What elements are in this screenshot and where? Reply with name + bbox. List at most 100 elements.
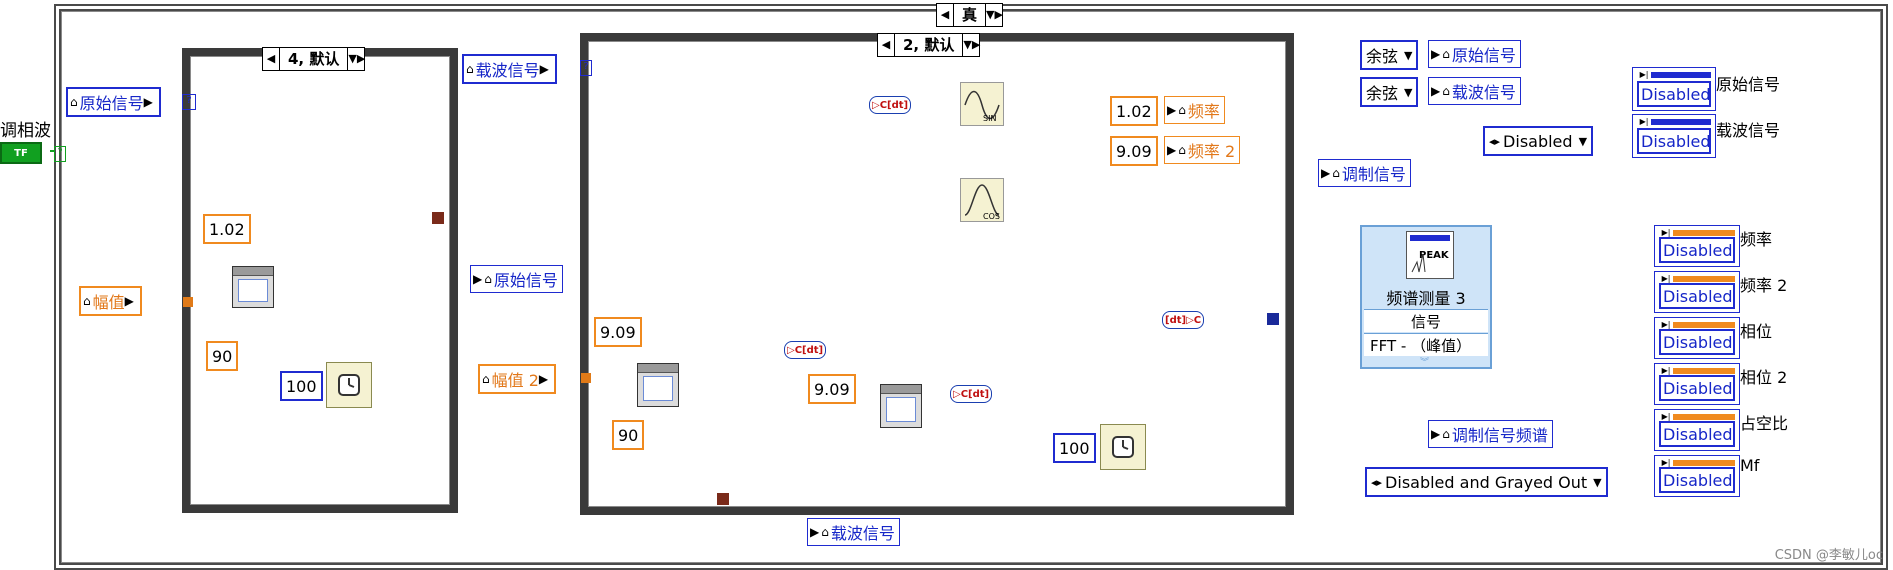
arrow-right-icon: ▶ <box>539 62 549 76</box>
house-icon: ⌂ <box>1442 47 1450 61</box>
to-dynamic-data-convert[interactable]: ▷C[dt] <box>869 96 912 114</box>
freq2-out-constant[interactable]: 9.09 <box>1110 136 1158 166</box>
local-var-label: 幅值 <box>92 293 125 312</box>
local-var-label: 频率 <box>1187 102 1220 121</box>
local-var-modulated-signal[interactable]: ▶ ⌂ 调制信号 <box>1318 159 1411 187</box>
prev-case-icon[interactable]: ◀ <box>263 48 280 70</box>
property-node-icon: ▶| <box>1661 228 1671 237</box>
property-node-icon: ▶| <box>1639 70 1649 79</box>
indicator-label: 原始信号 <box>1716 75 1781 94</box>
wait-timer-icon[interactable] <box>326 362 372 408</box>
express-output-fft-peak[interactable]: FFT - （峰值） <box>1364 333 1488 356</box>
dropdown-icon: ▼ <box>1593 475 1602 489</box>
indicator-value: Disabled <box>1637 128 1711 154</box>
prev-case-icon[interactable]: ◀ <box>937 4 954 26</box>
enum-value: 余弦 <box>1366 47 1399 66</box>
indicator-top: ▶| <box>1659 412 1735 422</box>
vi-title-bar <box>881 385 921 394</box>
local-var-modulated-spectrum[interactable]: ▶ ⌂ 调制信号频谱 <box>1428 420 1553 448</box>
local-var-carrier-signal[interactable]: ⌂ 载波信号 ▶ <box>462 54 557 84</box>
freq-constant-a[interactable]: 9.09 <box>594 317 642 347</box>
spectral-measurement-express-vi[interactable]: PEAK 频谱测量 3 信号 FFT - （峰值） ︾ <box>1360 225 1492 369</box>
vi-title-bar <box>233 267 273 276</box>
to-dynamic-data-convert[interactable]: ▷C[dt] <box>950 385 993 403</box>
terminal-label: FFT - （峰值） <box>1370 336 1472 355</box>
arrow-right-icon: ▶ <box>538 372 549 386</box>
local-var-label: 调制信号频谱 <box>1451 426 1548 445</box>
house-icon: ⌂ <box>1442 427 1450 441</box>
local-var-original-signal[interactable]: ⌂ 原始信号 ▶ <box>66 87 161 117</box>
dropdown-icon: ▼ <box>1404 48 1413 62</box>
case1-selector[interactable]: ◀ 4, 默认 ▼▶ <box>262 47 366 71</box>
local-var-amplitude-2[interactable]: ⌂ 幅值 2 ▶ <box>478 364 557 394</box>
from-dynamic-data-convert[interactable]: [dt]▷C <box>1162 311 1205 329</box>
indicator-duty-cycle: ▶| Disabled <box>1654 409 1740 451</box>
indicator-top: ▶| <box>1659 320 1735 330</box>
arrow-right-icon: ▶ <box>473 272 483 286</box>
sine-curve-icon: SIN <box>964 90 1000 123</box>
svg-text:COS: COS <box>983 212 1000 221</box>
property-node-icon: ▶| <box>1661 458 1671 467</box>
clock-icon <box>1112 436 1134 458</box>
phase-constant[interactable]: 90 <box>206 341 239 371</box>
local-var-original-signal-right[interactable]: ▶ ⌂ 原始信号 <box>1428 40 1521 68</box>
freq-out-constant[interactable]: 1.02 <box>1110 96 1158 126</box>
indicator-phase-2: ▶| Disabled <box>1654 363 1740 405</box>
tunnel <box>1267 313 1279 325</box>
tunnel <box>581 373 591 383</box>
express-input-signal[interactable]: 信号 <box>1364 309 1488 332</box>
sine-function-icon[interactable]: SIN <box>960 82 1004 126</box>
indicator-top: ▶| <box>1659 228 1735 238</box>
grayed-enum-control[interactable]: ◂▸ Disabled and Grayed Out ▼ <box>1365 467 1608 497</box>
local-var-label: 原始信号 <box>79 94 144 113</box>
dropdown-icon[interactable]: ▼▶ <box>985 4 1003 26</box>
local-var-amplitude[interactable]: ⌂ 幅值 ▶ <box>79 286 142 316</box>
property-node-icon: ▶| <box>1661 274 1671 283</box>
local-var-frequency[interactable]: ▶ ⌂ 频率 <box>1164 96 1225 124</box>
cosine-enum-a[interactable]: 余弦 ▼ <box>1360 40 1419 70</box>
outside-local-carrier-signal[interactable]: ▶ ⌂ 载波信号 <box>807 518 900 546</box>
phase-constant-2[interactable]: 90 <box>612 420 645 450</box>
wait-timer-icon-2[interactable] <box>1100 424 1146 470</box>
local-var-frequency-2[interactable]: ▶ ⌂ 频率 2 <box>1164 136 1241 164</box>
property-node-icon: ▶| <box>1661 412 1671 421</box>
arrow-right-icon: ▶ <box>1431 47 1441 61</box>
outer-case-selector[interactable]: ◀ 真 ▼▶ <box>936 3 1004 27</box>
indicator-label: 频率 2 <box>1740 276 1788 295</box>
freq-constant-b[interactable]: 9.09 <box>808 374 856 404</box>
local-var-carrier-signal-right[interactable]: ▶ ⌂ 载波信号 <box>1428 77 1521 105</box>
to-dynamic-data-convert[interactable]: ▷C[dt] <box>784 341 827 359</box>
outer-case-selector-label: 真 <box>962 6 978 24</box>
property-node-icon: ▶| <box>1661 320 1671 329</box>
property-node-icon: ▶| <box>1639 117 1649 126</box>
arrow-right-icon: ▶ <box>1431 84 1441 98</box>
indicator-value: Disabled <box>1659 283 1735 309</box>
indicator-top: ▶| <box>1637 117 1711 127</box>
cosine-function-icon[interactable]: COS <box>960 178 1004 222</box>
expand-chevron-icon[interactable]: ︾ <box>1420 358 1430 368</box>
indicator-mf: ▶| Disabled <box>1654 455 1740 497</box>
dropdown-icon[interactable]: ▼▶ <box>347 48 365 70</box>
disabled-enum-control[interactable]: ◂▸ Disabled ▼ <box>1483 126 1594 156</box>
boolean-constant[interactable]: TF <box>0 142 42 164</box>
cosine-enum-b[interactable]: 余弦 ▼ <box>1360 77 1419 107</box>
indicator-label: 载波信号 <box>1716 121 1781 140</box>
case2-selector[interactable]: ◀ 2, 默认 ▼▶ <box>877 33 981 57</box>
case2-selector-label: 2, 默认 <box>903 36 955 54</box>
waveform-generator-vi[interactable] <box>232 266 274 308</box>
freq-constant[interactable]: 1.02 <box>203 214 251 244</box>
tunnel <box>183 297 193 307</box>
waveform-generator-vi-3[interactable] <box>880 384 922 428</box>
prev-case-icon[interactable]: ◀ <box>878 34 895 56</box>
house-icon: ⌂ <box>1178 103 1186 117</box>
house-icon: ⌂ <box>1178 143 1186 157</box>
dropdown-icon[interactable]: ▼▶ <box>962 34 980 56</box>
arrow-right-icon: ▶ <box>124 294 134 308</box>
wait-ms-constant-2[interactable]: 100 <box>1053 433 1096 463</box>
indicator-top: ▶| <box>1637 70 1711 80</box>
waveform-generator-vi-2[interactable] <box>637 363 679 407</box>
outside-local-original-signal[interactable]: ▶ ⌂ 原始信号 <box>470 265 563 293</box>
arrow-right-icon: ▶ <box>1321 166 1331 180</box>
wait-ms-constant[interactable]: 100 <box>280 371 323 401</box>
indicator-label: 占空比 <box>1740 414 1789 433</box>
